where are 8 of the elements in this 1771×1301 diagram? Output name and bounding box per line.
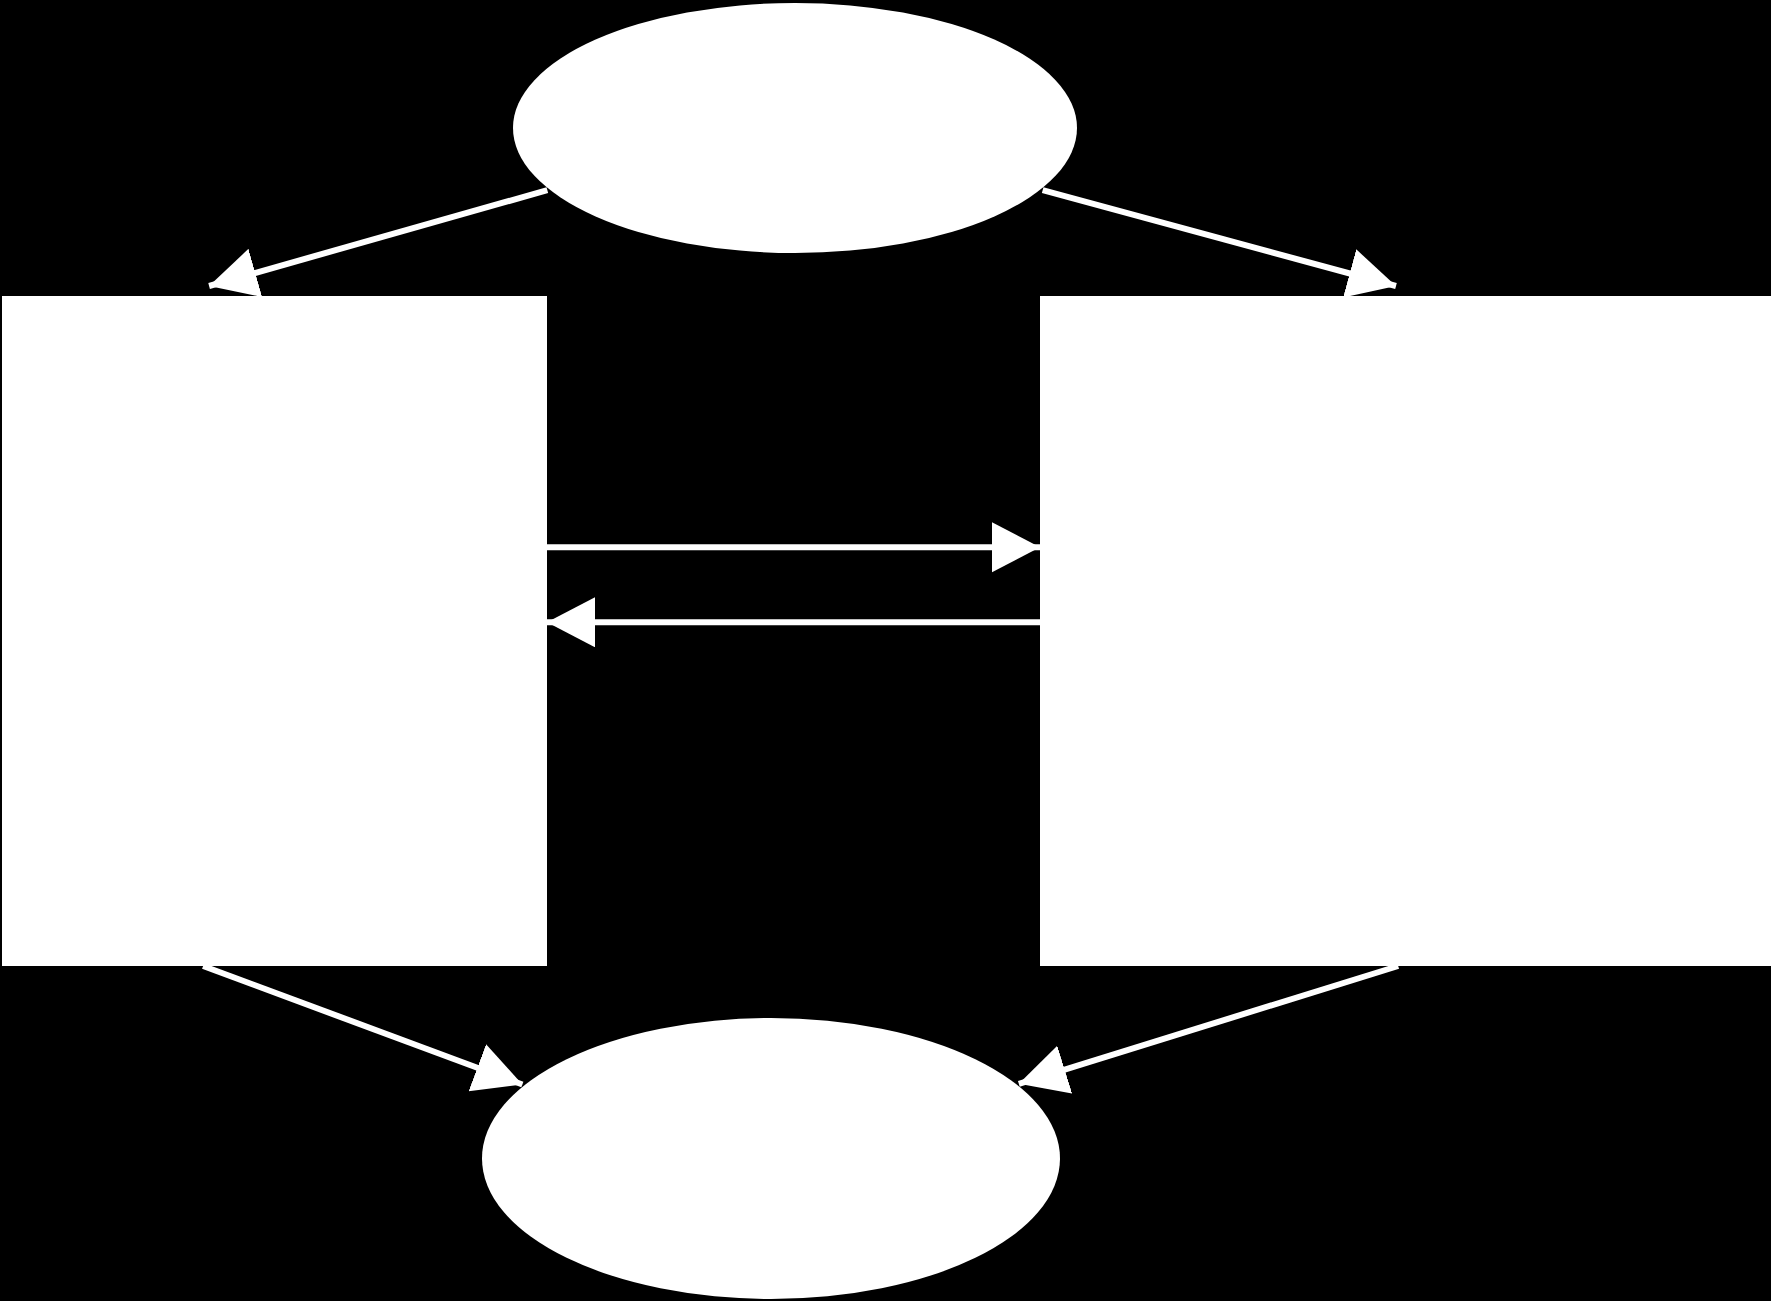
ellipse-node [482, 1018, 1060, 1299]
arrow [547, 522, 1040, 573]
arrow [547, 597, 1040, 648]
rectangle-node [1040, 296, 1771, 966]
rectangle-node [2, 296, 547, 966]
ellipse-node [513, 3, 1077, 253]
arrow [1041, 187, 1397, 298]
arrow [208, 187, 549, 297]
